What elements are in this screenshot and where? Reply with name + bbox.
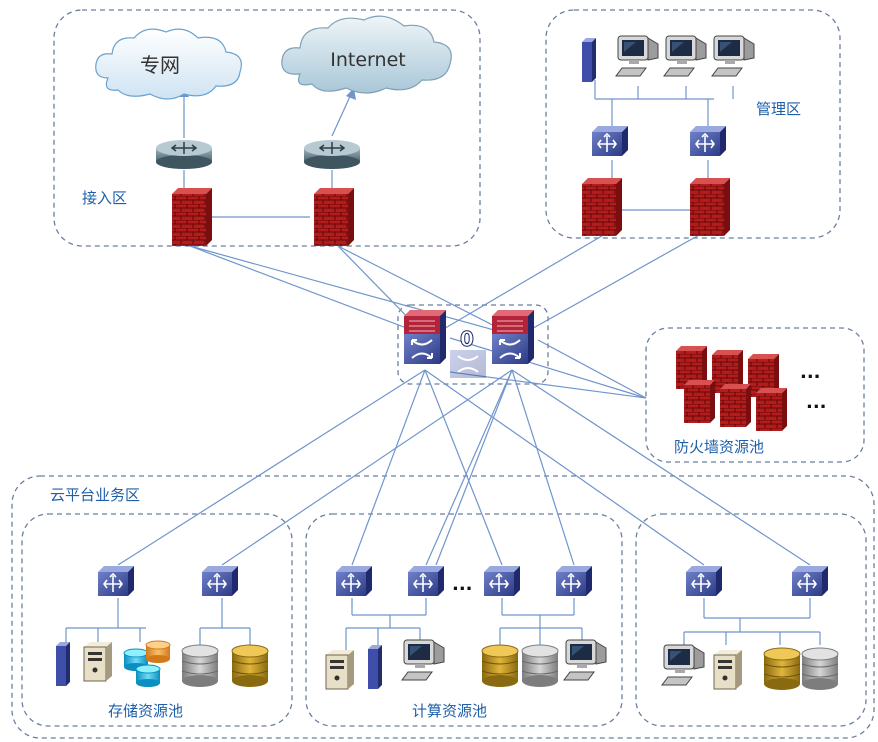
database-icon — [145, 640, 171, 664]
third-pool-boundary — [635, 513, 867, 727]
firewall-icon — [690, 178, 730, 236]
workstation-icon — [661, 644, 705, 686]
firewall-icon — [314, 188, 354, 246]
storage-pool-label: 存储资源池 — [108, 702, 183, 720]
virtual-stack-icon — [450, 350, 486, 378]
database-icon — [521, 644, 559, 688]
firewall-icon — [720, 384, 751, 427]
firewall-icon — [582, 178, 622, 236]
firewall-icon — [756, 388, 787, 431]
database-icon — [801, 647, 839, 691]
workstation-icon — [615, 35, 659, 77]
firewall-icon — [172, 188, 212, 246]
firewall-icon — [684, 380, 715, 423]
workstation-icon — [711, 35, 755, 77]
server-icon — [325, 649, 355, 690]
firewall-pool-ellipsis-1: ... — [800, 362, 821, 383]
firewall-pool-ellipsis-2: ... — [806, 392, 827, 413]
switch-icon — [591, 125, 629, 157]
database-icon — [135, 664, 161, 688]
link-lines — [65, 80, 821, 650]
compute-pool-boundary — [305, 513, 623, 727]
switch-icon — [201, 565, 239, 597]
database-icon — [763, 647, 801, 691]
internet-cloud: Internet — [281, 15, 452, 94]
internet-label: Internet — [330, 49, 405, 71]
switch-icon — [555, 565, 593, 597]
core-switch-boundary — [397, 304, 549, 385]
router-icon — [155, 139, 213, 170]
switch-icon — [407, 565, 445, 597]
compute-pool-label: 计算资源池 — [412, 702, 487, 720]
core-switch-icon — [403, 309, 447, 365]
server-icon — [713, 649, 743, 690]
server-tower-icon — [56, 642, 70, 686]
database-icon — [181, 644, 219, 688]
server-tower-icon — [582, 38, 596, 82]
switch-icon — [689, 125, 727, 157]
cloud-platform-zone-label: 云平台业务区 — [50, 486, 140, 504]
switch-icon — [483, 565, 521, 597]
database-icon — [231, 644, 269, 688]
access-zone-boundary — [53, 9, 481, 247]
compute-pool-ellipsis: ... — [452, 574, 473, 595]
workstation-icon — [663, 35, 707, 77]
switch-icon — [791, 565, 829, 597]
workstation-icon — [563, 639, 607, 681]
workstation-icon — [401, 639, 445, 681]
switch-icon — [97, 565, 135, 597]
firewall-pool-boundary — [645, 327, 865, 463]
core-switch-icon — [491, 309, 535, 365]
switch-icon — [685, 565, 723, 597]
private-network-label: 专网 — [140, 53, 180, 77]
access-zone-label: 接入区 — [82, 189, 127, 207]
firewall-pool-label: 防火墙资源池 — [674, 438, 764, 456]
management-zone-label: 管理区 — [756, 100, 801, 118]
server-icon — [83, 641, 113, 682]
cloud-platform-zone-boundary — [11, 475, 875, 739]
stack-link-mark: 0 — [460, 327, 474, 351]
private-network-cloud: 专网 — [95, 28, 242, 100]
server-tower-icon — [368, 645, 382, 689]
database-icon — [481, 644, 519, 688]
router-icon — [303, 139, 361, 170]
storage-pool-boundary — [21, 513, 293, 727]
switch-icon — [335, 565, 373, 597]
